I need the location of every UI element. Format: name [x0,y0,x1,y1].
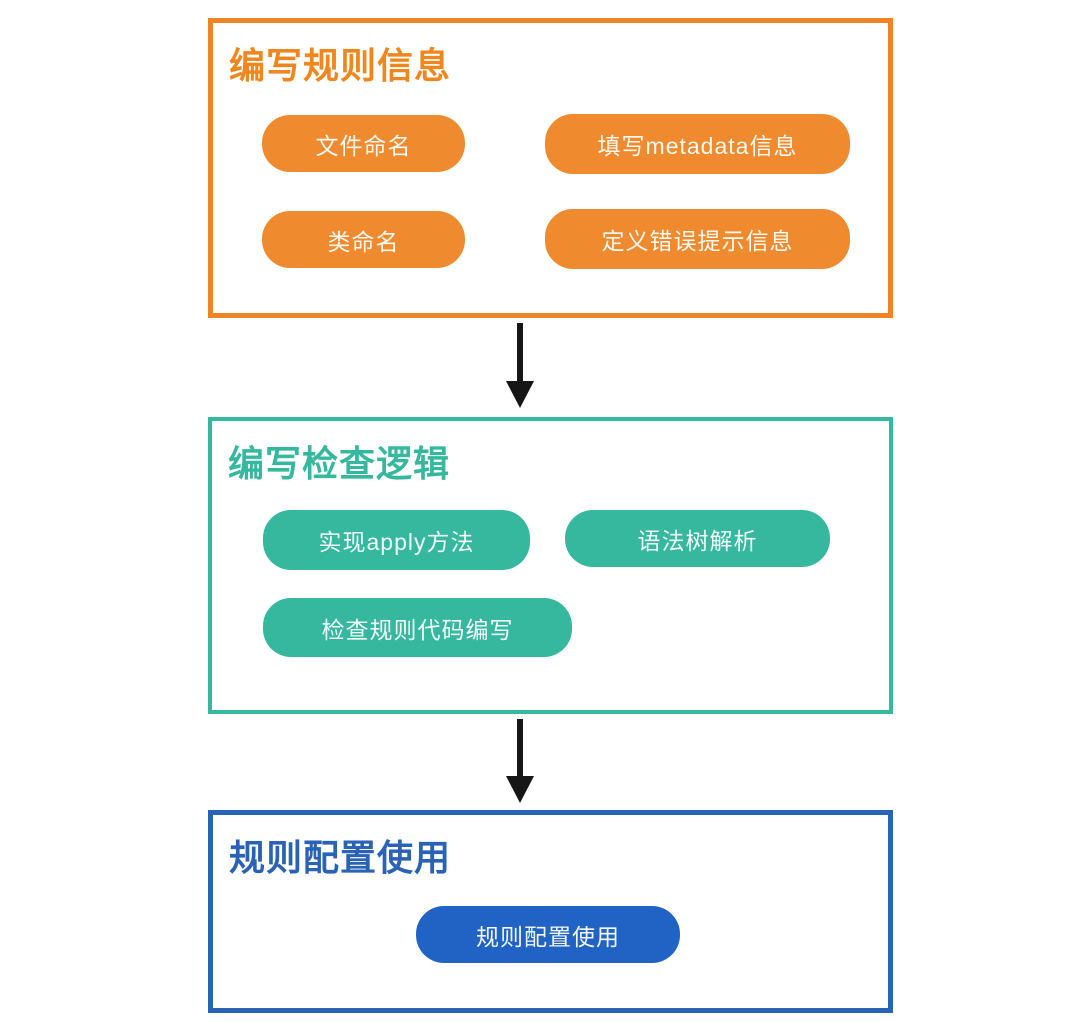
section-check-logic-title: 编写检查逻辑 [228,443,451,484]
pill-syntax-tree-parsing: 语法树解析 [565,510,830,567]
pill-rule-code-writing: 检查规则代码编写 [263,598,572,657]
down-arrow-1-head-icon [506,381,534,408]
down-arrow-1-line [517,323,523,383]
pill-class-naming-label: 类命名 [327,228,400,255]
section-rule-info-title: 编写规则信息 [229,45,452,86]
pill-apply-method-label: 实现apply方法 [318,529,475,555]
pill-class-naming: 类命名 [262,211,465,268]
pill-rule-config-usage-label: 规则配置使用 [476,923,620,950]
pill-error-message-label: 定义错误提示信息 [601,228,794,254]
pill-file-naming-label: 文件命名 [315,132,412,159]
pill-metadata-info-label: 填写metadata信息 [597,133,798,159]
pill-error-message: 定义错误提示信息 [545,209,850,269]
pill-apply-method: 实现apply方法 [263,510,530,570]
down-arrow-2-line [517,719,523,778]
pill-rule-code-writing-label: 检查规则代码编写 [321,616,514,643]
pill-rule-config-usage: 规则配置使用 [416,906,680,963]
pill-syntax-tree-parsing-label: 语法树解析 [637,527,758,554]
pill-metadata-info: 填写metadata信息 [545,114,850,174]
pill-file-naming: 文件命名 [262,115,465,172]
section-rule-config-title: 规则配置使用 [229,837,452,878]
down-arrow-2-head-icon [506,776,534,803]
